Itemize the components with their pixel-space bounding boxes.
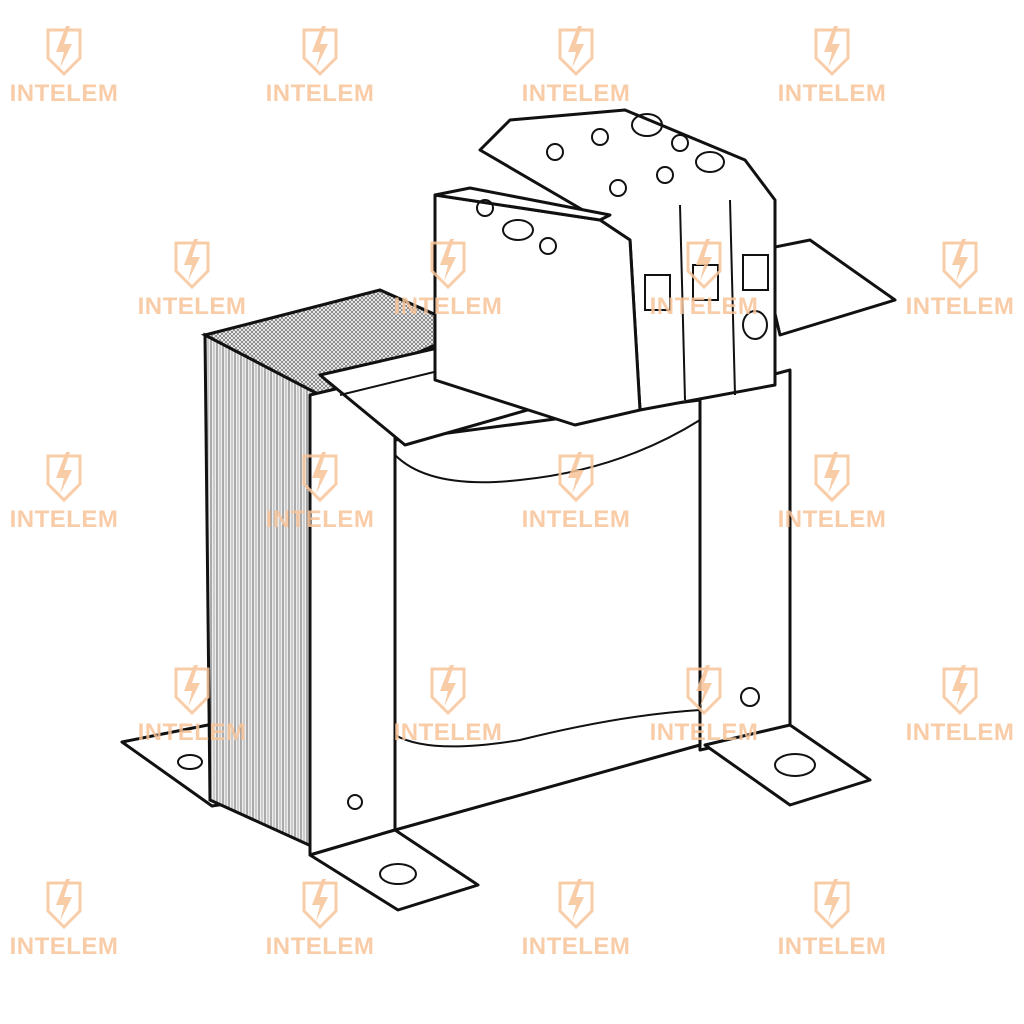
watermark-text: INTELEM <box>905 293 1015 320</box>
watermark-text: INTELEM <box>777 80 887 107</box>
watermark: INTELEM <box>767 22 897 106</box>
watermark: INTELEM <box>767 448 897 532</box>
lightning-shield-icon <box>558 879 594 930</box>
watermark: INTELEM <box>511 875 641 959</box>
watermark: INTELEM <box>255 875 385 959</box>
watermark-text: INTELEM <box>137 293 247 320</box>
lightning-shield-icon <box>174 239 210 290</box>
watermark-text: INTELEM <box>521 933 631 960</box>
watermark-text: INTELEM <box>9 933 119 960</box>
watermark: INTELEM <box>383 661 513 745</box>
lightning-shield-icon <box>302 26 338 77</box>
watermark-text: INTELEM <box>9 80 119 107</box>
mounting-foot-front <box>308 828 480 912</box>
lamination-stack <box>203 332 322 853</box>
watermark-text: INTELEM <box>265 80 375 107</box>
watermark: INTELEM <box>639 235 769 319</box>
watermark-text: INTELEM <box>905 719 1015 746</box>
lightning-shield-icon <box>814 879 850 930</box>
watermark: INTELEM <box>767 875 897 959</box>
watermark-text: INTELEM <box>265 506 375 533</box>
watermark-text: INTELEM <box>393 293 503 320</box>
watermark: INTELEM <box>0 448 129 532</box>
watermark: INTELEM <box>383 235 513 319</box>
lightning-shield-icon <box>46 452 82 503</box>
watermark-text: INTELEM <box>521 80 631 107</box>
watermark-text: INTELEM <box>9 506 119 533</box>
watermark: INTELEM <box>127 235 257 319</box>
lightning-shield-icon <box>814 452 850 503</box>
lightning-shield-icon <box>174 665 210 716</box>
watermark: INTELEM <box>511 22 641 106</box>
watermark: INTELEM <box>255 448 385 532</box>
lightning-shield-icon <box>558 26 594 77</box>
watermark-text: INTELEM <box>521 506 631 533</box>
watermark: INTELEM <box>127 661 257 745</box>
watermark-text: INTELEM <box>265 933 375 960</box>
lightning-shield-icon <box>558 452 594 503</box>
terminal-block <box>433 108 777 427</box>
lightning-shield-icon <box>46 879 82 930</box>
watermark-text: INTELEM <box>649 293 759 320</box>
watermark: INTELEM <box>0 875 129 959</box>
watermark-text: INTELEM <box>777 933 887 960</box>
lightning-shield-icon <box>686 239 722 290</box>
lightning-shield-icon <box>686 665 722 716</box>
watermark-text: INTELEM <box>649 719 759 746</box>
front-frame <box>308 373 397 857</box>
lightning-shield-icon <box>942 665 978 716</box>
lightning-shield-icon <box>302 452 338 503</box>
watermark: INTELEM <box>895 235 1024 319</box>
lightning-shield-icon <box>430 239 466 290</box>
lightning-shield-icon <box>942 239 978 290</box>
watermark-text: INTELEM <box>393 719 503 746</box>
watermark: INTELEM <box>0 22 129 106</box>
watermark: INTELEM <box>639 661 769 745</box>
lightning-shield-icon <box>814 26 850 77</box>
watermark: INTELEM <box>511 448 641 532</box>
watermark-text: INTELEM <box>777 506 887 533</box>
lightning-shield-icon <box>46 26 82 77</box>
watermark: INTELEM <box>895 661 1024 745</box>
watermark-text: INTELEM <box>137 719 247 746</box>
lightning-shield-icon <box>430 665 466 716</box>
lightning-shield-icon <box>302 879 338 930</box>
watermark: INTELEM <box>255 22 385 106</box>
mounting-foot-right <box>703 723 872 807</box>
